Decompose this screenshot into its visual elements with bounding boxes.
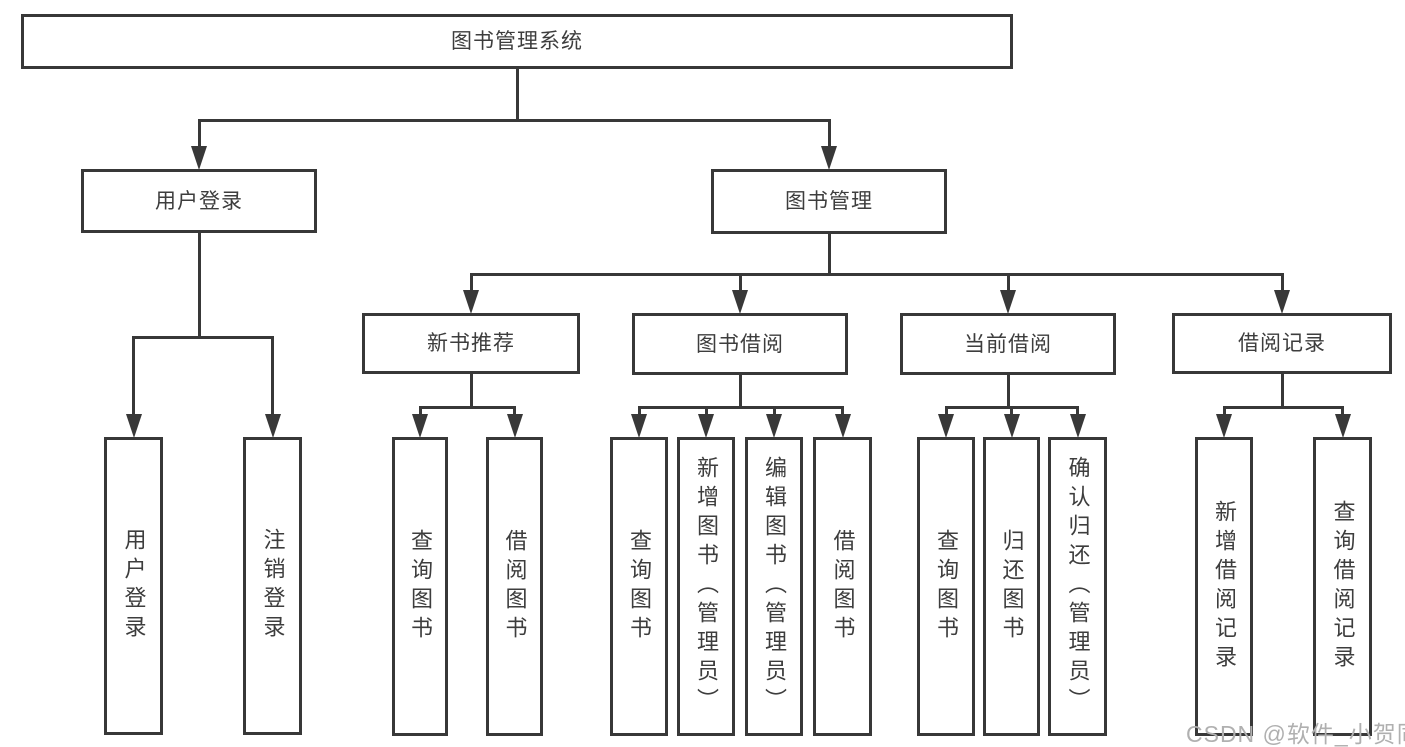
connector-line	[827, 233, 831, 276]
connector-line	[418, 406, 516, 409]
arrow-down-icon	[834, 414, 851, 438]
csdn-watermark: CSDN @软件_小贺同学	[1186, 721, 1405, 747]
node-records: 借阅记录	[1172, 313, 1392, 374]
arrow-down-icon	[506, 414, 523, 438]
node-label-rec-query: 查询借阅记录	[1330, 499, 1356, 674]
connector-line	[738, 273, 742, 295]
node-user-login: 用户登录	[104, 437, 163, 735]
connector-line	[469, 373, 473, 409]
arrow-down-icon	[938, 414, 954, 438]
node-label-login: 用户登录	[155, 189, 243, 213]
connector-line	[1280, 273, 1284, 295]
node-label-records: 借阅记录	[1238, 332, 1326, 355]
connector-line	[1076, 406, 1079, 419]
node-label-bw-edit: 编辑图书（管理员）	[762, 456, 787, 717]
node-root: 图书管理系统	[21, 14, 1013, 69]
node-bw-add: 新增图书（管理员）	[677, 437, 735, 736]
node-label-rec-add: 新增借阅记录	[1212, 499, 1237, 674]
connector-line	[132, 336, 274, 339]
node-bw-edit: 编辑图书（管理员）	[745, 437, 803, 736]
connector-line	[1222, 406, 1344, 409]
connector-line	[197, 119, 831, 122]
node-label-bw-query: 查询图书	[627, 528, 652, 645]
connector-line	[271, 336, 274, 419]
connector-line	[1222, 406, 1226, 419]
arrow-down-icon	[264, 414, 281, 438]
connector-line	[1006, 374, 1010, 409]
node-borrow: 图书借阅	[632, 313, 848, 375]
node-label-bw-add: 新增图书（管理员）	[694, 456, 719, 717]
connector-line	[132, 336, 135, 419]
node-label-cur-return: 归还图书	[999, 528, 1025, 645]
arrow-down-icon	[1334, 414, 1351, 438]
node-nb-borrow: 借阅图书	[486, 437, 543, 736]
connector-line	[1010, 406, 1013, 419]
connector-line	[704, 406, 708, 419]
connector-line	[418, 406, 422, 419]
connector-line	[1341, 406, 1344, 419]
connector-line	[469, 273, 473, 295]
connector-line	[197, 232, 201, 339]
connector-line	[841, 406, 844, 419]
node-nb-query: 查询图书	[392, 437, 448, 736]
arrow-down-icon	[732, 290, 748, 314]
node-newbook: 新书推荐	[362, 313, 580, 374]
connector-line	[944, 406, 948, 419]
node-label-cur-confirm: 确认归还（管理员）	[1065, 456, 1091, 717]
arrow-down-icon	[1069, 414, 1086, 438]
connector-line	[1006, 273, 1010, 295]
arrow-down-icon	[1274, 290, 1290, 314]
connector-line	[515, 68, 519, 122]
connector-line	[1280, 373, 1284, 409]
node-rec-add: 新增借阅记录	[1195, 437, 1253, 736]
node-cur-confirm: 确认归还（管理员）	[1048, 437, 1107, 736]
connector-line	[637, 406, 844, 409]
arrow-down-icon	[125, 414, 142, 438]
connector-line	[738, 374, 742, 409]
connector-line	[197, 119, 201, 151]
node-rec-query: 查询借阅记录	[1313, 437, 1372, 736]
node-label-nb-borrow: 借阅图书	[502, 528, 528, 645]
node-bw-borrow: 借阅图书	[813, 437, 872, 736]
node-label-cur-query: 查询图书	[934, 528, 959, 645]
arrow-down-icon	[191, 146, 207, 170]
arrow-down-icon	[1000, 290, 1016, 314]
arrow-down-icon	[698, 414, 714, 438]
node-label-bw-borrow: 借阅图书	[830, 528, 856, 645]
connector-line	[469, 273, 1284, 276]
arrow-down-icon	[766, 414, 782, 438]
node-logout: 注销登录	[243, 437, 302, 735]
node-mgmt: 图书管理	[711, 169, 947, 234]
arrow-down-icon	[1003, 414, 1020, 438]
node-cur-query: 查询图书	[917, 437, 975, 736]
arrow-down-icon	[412, 414, 428, 438]
connector-line	[827, 119, 831, 151]
node-label-current: 当前借阅	[964, 332, 1052, 356]
node-label-newbook: 新书推荐	[427, 332, 515, 355]
node-label-nb-query: 查询图书	[408, 528, 433, 645]
node-label-borrow: 图书借阅	[696, 332, 784, 356]
node-bw-query: 查询图书	[610, 437, 668, 736]
arrow-down-icon	[631, 414, 647, 438]
node-login: 用户登录	[81, 169, 317, 233]
node-label-user-login: 用户登录	[121, 528, 147, 644]
arrow-down-icon	[821, 146, 837, 170]
node-label-mgmt: 图书管理	[785, 190, 873, 213]
node-current: 当前借阅	[900, 313, 1116, 375]
node-label-logout: 注销登录	[260, 528, 286, 644]
arrow-down-icon	[1216, 414, 1232, 438]
connector-line	[772, 406, 776, 419]
node-label-root: 图书管理系统	[451, 30, 583, 53]
connector-line	[513, 406, 516, 419]
arrow-down-icon	[463, 290, 479, 314]
node-cur-return: 归还图书	[983, 437, 1040, 736]
connector-line	[637, 406, 641, 419]
